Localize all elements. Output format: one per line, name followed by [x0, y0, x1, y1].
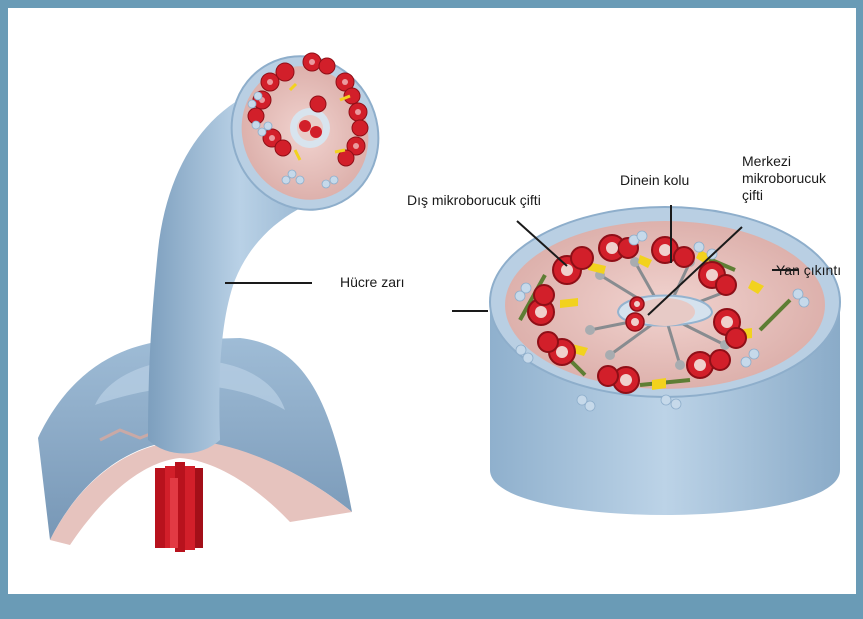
label-outer-doublet: Dış mikroborucuk çifti	[407, 192, 541, 209]
basal-body	[155, 462, 203, 552]
label-radial-spoke: Yan çıkıntı	[776, 262, 841, 279]
label-cell-membrane: Hücre zarı	[340, 274, 405, 291]
label-dynein-arm: Dinein kolu	[620, 172, 689, 189]
label-central-pair: Merkezi mikroborucuk çifti	[742, 153, 822, 204]
